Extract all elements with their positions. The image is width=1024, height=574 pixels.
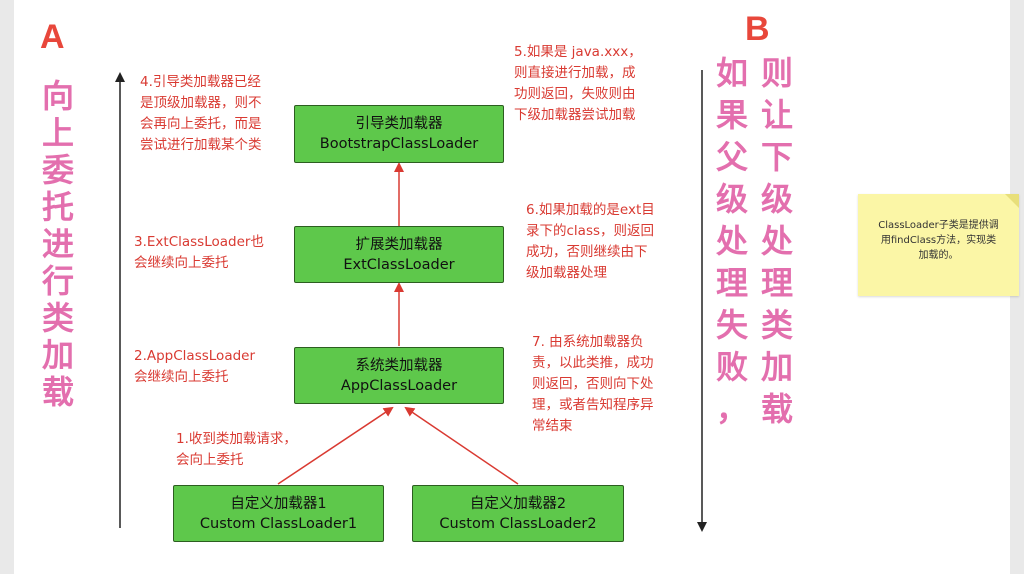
right-vertical-char: 下 (760, 138, 793, 176)
right-vertical-char: 则 (760, 54, 793, 92)
sticky-note: ClassLoader子类是提供调 用findClass方法，实现类 加载的。 (858, 194, 1019, 296)
note-step6: 6.如果加载的是ext目 录下的class，则返回 成功，否则继续由下 级加载器… (526, 202, 655, 281)
right-vertical-char: 处 (715, 222, 748, 260)
sticky-fold-corner (1005, 194, 1019, 208)
note-step3: 3.ExtClassLoader也 会继续向上委托 (134, 234, 264, 271)
left-vertical-char: 行 (41, 262, 74, 300)
arrow-custom2-to-app (404, 406, 519, 485)
right-vertical-char: 败 (715, 348, 748, 386)
note-step2: 2.AppClassLoader 会继续向上委托 (134, 348, 256, 385)
right-vertical-char: 理 (715, 264, 748, 302)
left-vertical-char: 进 (41, 225, 74, 263)
label-b: B (745, 10, 770, 48)
right-vertical-char: 处 (760, 222, 793, 260)
box-title: 自定义加载器2 (469, 495, 567, 512)
right-vertical-char: 果 (715, 96, 748, 134)
box-title: 扩展类加载器 (355, 236, 443, 253)
box-title: 自定义加载器1 (230, 495, 327, 512)
right-vertical-char: 失 (715, 306, 748, 344)
left-vertical-char: 托 (41, 188, 74, 226)
left-vertical-char: 上 (41, 114, 74, 152)
box-subtitle: Custom ClassLoader2 (439, 515, 597, 532)
note-step4: 4.引导类加载器已经 是顶级加载器，则不 会再向上委托，而是 尝试进行加载某个类 (140, 74, 262, 153)
right-vertical-char: 级 (715, 180, 748, 218)
note-step7: 7. 由系统加载器负 责，以此类推，成功 则返回，否则向下处 理，或者告知程序异… (532, 334, 654, 434)
right-vertical-char: 载 (760, 390, 793, 428)
custom-classloader2-box: 自定义加载器2 Custom ClassLoader2 (412, 485, 624, 542)
right-vertical-char: 理 (760, 264, 793, 302)
right-vertical-char: 级 (760, 180, 793, 218)
label-a: A (40, 18, 65, 56)
sticky-note-text: ClassLoader子类是提供调 用findClass方法，实现类 加载的。 (878, 220, 999, 261)
box-subtitle: ExtClassLoader (343, 256, 455, 273)
bootstrap-classloader-box: 引导类加载器 BootstrapClassLoader (294, 105, 504, 163)
box-title: 引导类加载器 (355, 116, 443, 132)
box-subtitle: AppClassLoader (340, 377, 458, 394)
left-vertical-char: 委 (41, 151, 74, 189)
right-vertical-text-col2: 则 让 下 级 处 理 类 加 载 (757, 52, 797, 430)
right-vertical-char: 如 (715, 54, 748, 92)
right-vertical-char: ， (715, 390, 748, 428)
app-classloader-box: 系统类加载器 AppClassLoader (294, 347, 504, 404)
box-title: 系统类加载器 (355, 357, 443, 374)
right-vertical-char: 加 (760, 348, 793, 386)
box-subtitle: Custom ClassLoader1 (199, 515, 358, 532)
box-subtitle: BootstrapClassLoader (319, 136, 479, 152)
left-vertical-char: 加 (41, 336, 74, 374)
left-vertical-char: 向 (41, 77, 74, 115)
ext-classloader-box: 扩展类加载器 ExtClassLoader (294, 226, 504, 283)
note-step5: 5.如果是 java.xxx， 则直接进行加载，成 功则返回，失败则由 下级加载… (514, 44, 642, 123)
right-vertical-text-col1: 如 果 父 级 处 理 失 败 ， (712, 52, 752, 430)
arrow-custom1-to-app (277, 406, 394, 485)
note-step1: 1.收到类加载请求， 会向上委托 (176, 431, 297, 468)
right-vertical-char: 类 (760, 306, 793, 344)
custom-classloader1-box: 自定义加载器1 Custom ClassLoader1 (173, 485, 384, 542)
left-vertical-char: 载 (41, 373, 74, 411)
left-vertical-text: 向 上 委 托 进 行 类 加 载 (38, 78, 78, 411)
right-vertical-char: 让 (760, 96, 793, 134)
left-vertical-char: 类 (41, 299, 74, 337)
left-margin (0, 0, 14, 574)
right-vertical-char: 父 (715, 138, 748, 176)
